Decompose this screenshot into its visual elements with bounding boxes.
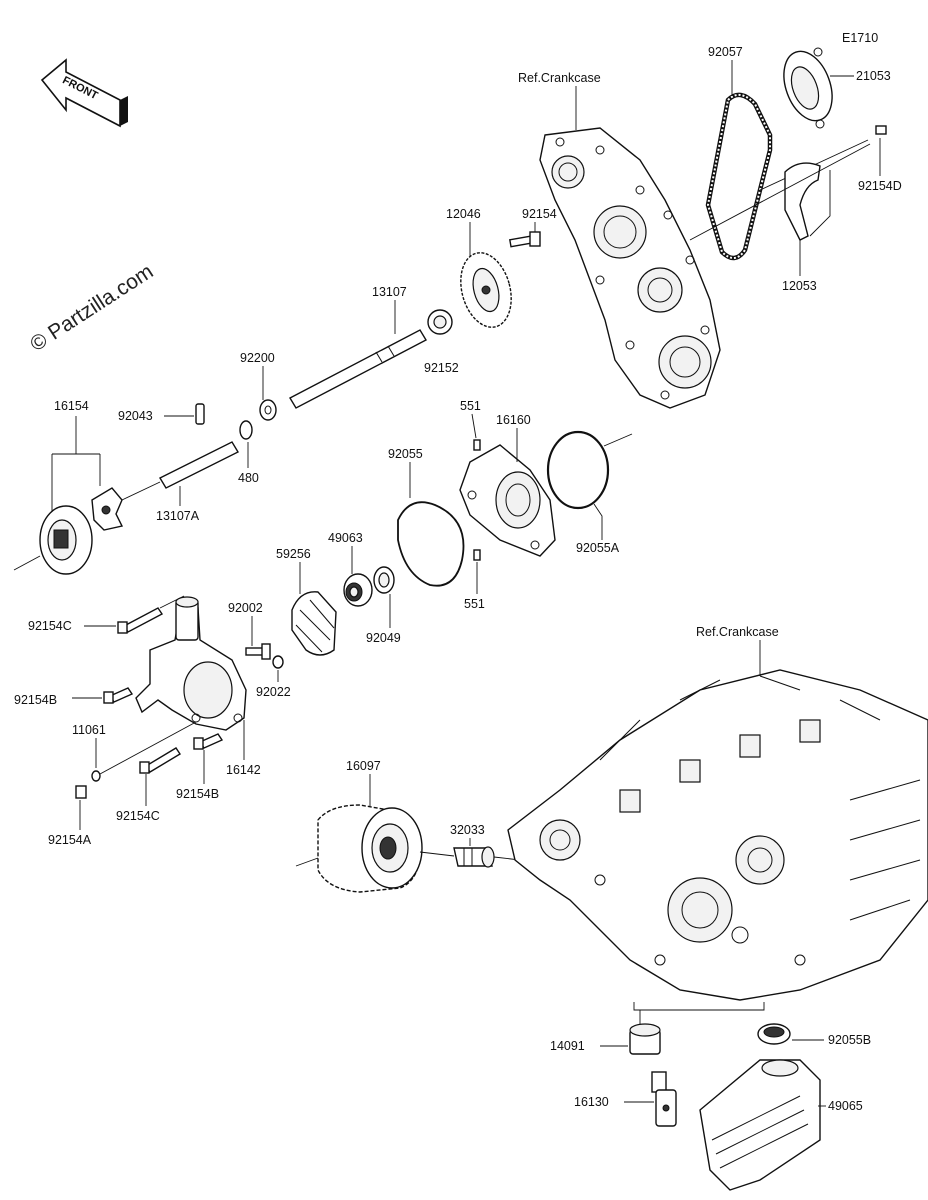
axis-line [603, 433, 633, 447]
ref-crankcase-top-label: Ref.Crankcase [518, 71, 601, 85]
leader-line [809, 170, 831, 237]
dowel-pin-551-bottom [473, 549, 481, 561]
pump-sprocket [460, 252, 512, 328]
part-label-13107: 13107 [372, 285, 407, 299]
oil-strainer [699, 1059, 821, 1191]
part-label-551-bottom: 551 [464, 597, 485, 611]
part-label-11061: 11061 [72, 723, 106, 737]
dowel-pin-551-top [473, 439, 481, 451]
part-label-16130: 16130 [574, 1095, 609, 1109]
axis-line [13, 555, 41, 571]
part-label-92154C-bottom: 92154C [116, 809, 160, 823]
crankcase-cover [539, 127, 721, 409]
oil-seal-92049 [373, 566, 395, 594]
part-label-92002: 92002 [228, 601, 263, 615]
part-label-92154A: 92154A [48, 833, 92, 847]
part-label-551-top: 551 [460, 399, 481, 413]
cam-chain [705, 92, 773, 261]
part-label-21053: 21053 [856, 69, 891, 83]
oil-pipe [453, 846, 495, 868]
bolt-92154C-top [117, 607, 164, 634]
axis-line [689, 143, 871, 241]
part-label-92152: 92152 [424, 361, 459, 375]
part-label-14091: 14091 [550, 1039, 585, 1053]
oil-filter [317, 804, 423, 893]
part-label-92154: 92154 [522, 207, 557, 221]
axis-line [419, 851, 455, 857]
part-label-92055: 92055 [388, 447, 423, 461]
gasket-92055 [397, 501, 465, 587]
inner-shaft [159, 441, 239, 489]
part-label-92055A: 92055A [576, 541, 620, 555]
part-label-92055B: 92055B [828, 1033, 871, 1047]
chain-guide-sprocket [783, 47, 833, 129]
part-label-49063: 49063 [328, 531, 363, 545]
axis-line [99, 721, 197, 775]
collar-92152 [427, 309, 453, 335]
part-label-92049: 92049 [366, 631, 401, 645]
part-label-12053: 12053 [782, 279, 817, 293]
part-label-16142: 16142 [226, 763, 261, 777]
lower-crankcase [507, 669, 928, 1001]
part-label-92043: 92043 [118, 409, 153, 423]
bolt-92154B-top [103, 687, 134, 704]
part-label-92057: 92057 [708, 45, 743, 59]
oil-pump-rotor [39, 487, 124, 575]
part-label-59256: 59256 [276, 547, 311, 561]
axis-line [295, 857, 319, 867]
part-label-92154B-top: 92154B [14, 693, 57, 707]
pin-92043 [195, 403, 205, 425]
part-label-92200: 92200 [240, 351, 275, 365]
part-label-92154B-bottom: 92154B [176, 787, 219, 801]
washer-92200 [259, 399, 277, 421]
impeller [291, 591, 337, 656]
part-label-92154D: 92154D [858, 179, 902, 193]
washer-11061 [91, 770, 101, 782]
bolt-92002 [245, 643, 271, 660]
o-ring-92055B [757, 1023, 791, 1045]
leader-line [471, 413, 477, 439]
front-arrow-icon: FRONT [40, 58, 128, 128]
part-label-16154: 16154 [54, 399, 89, 413]
part-label-92022: 92022 [256, 685, 291, 699]
bolt-92154A [75, 785, 87, 799]
part-label-480: 480 [238, 471, 259, 485]
chain-guide [784, 162, 821, 241]
oil-jet-14091 [629, 1023, 661, 1055]
part-label-49065: 49065 [828, 1099, 863, 1113]
pump-shaft [289, 329, 427, 409]
part-label-13107A: 13107A [156, 509, 200, 523]
bolt-92154C-bottom [139, 747, 181, 774]
leader-line [593, 503, 603, 540]
ref-crankcase-bottom-label: Ref.Crankcase [696, 625, 779, 639]
part-label-16097: 16097 [346, 759, 381, 773]
part-label-32033: 32033 [450, 823, 485, 837]
circlip-480 [239, 420, 253, 440]
water-pump-cover [135, 596, 247, 731]
bolt-92154B-bottom [193, 733, 224, 750]
o-ring-92055A [546, 430, 610, 510]
bolt-92154 [508, 231, 541, 248]
part-label-16160: 16160 [496, 413, 531, 427]
part-label-12046: 12046 [446, 207, 481, 221]
part-label-92154C-top: 92154C [28, 619, 72, 633]
water-pump-body [459, 444, 556, 557]
mechanical-seal [343, 573, 373, 607]
watermark-text: © Partzilla.com [26, 260, 157, 356]
leader-line [633, 1002, 765, 1011]
axis-line [121, 481, 161, 501]
washer-92022 [272, 655, 284, 669]
diagram-code: E1710 [842, 31, 878, 45]
relief-valve-16130 [651, 1071, 677, 1127]
axis-line [159, 595, 185, 609]
